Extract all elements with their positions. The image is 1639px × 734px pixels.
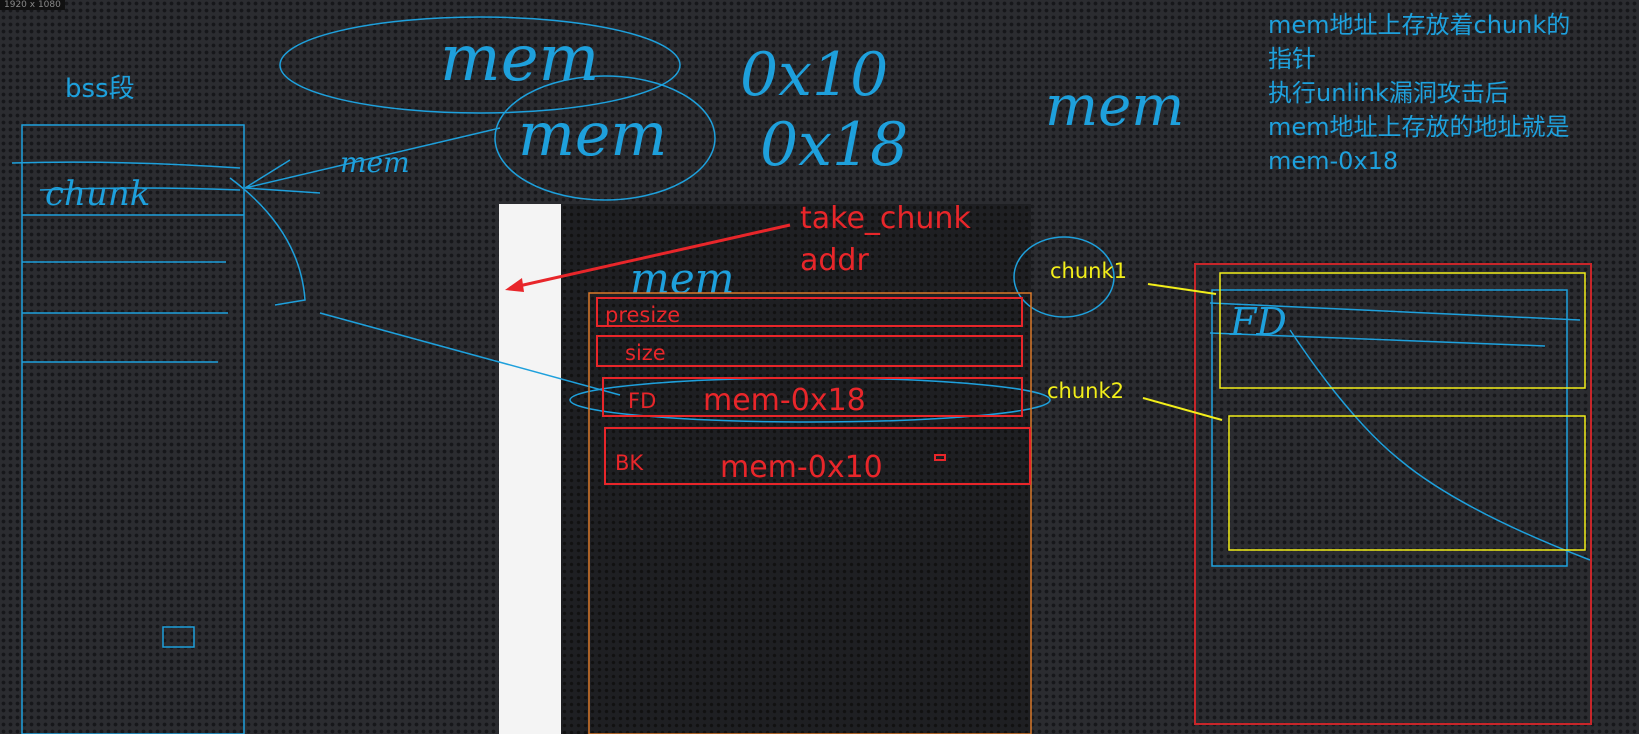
field-bk-value: mem-0x10 [720, 450, 883, 485]
chunk-outline [1211, 289, 1568, 567]
bss-title: bss段 [65, 74, 135, 104]
note-line: mem-0x18 [1268, 147, 1399, 175]
handwriting-mem-right: mem [1045, 74, 1184, 139]
handwriting-mem-arrow: mem [340, 146, 410, 179]
handwriting-mem-second: mem [518, 100, 667, 170]
handwriting-fd: FD [1229, 300, 1287, 344]
heap-region-box [1194, 263, 1592, 725]
fake-chunk-box [588, 292, 1032, 734]
chunk-arrows [1142, 283, 1223, 421]
note-line: mem地址上存放着chunk的 [1268, 11, 1571, 39]
resolution-label: 1920 x 1080 [0, 0, 65, 10]
field-presize: presize [605, 303, 680, 327]
handwriting-mem-top: mem [440, 22, 599, 96]
chunk1-box [1219, 272, 1586, 389]
fake-chunk-label-addr: addr [800, 243, 869, 278]
note-line: 执行unlink漏洞攻击后 [1268, 79, 1509, 107]
field-fd-value: mem-0x18 [703, 383, 866, 418]
handwriting-offset-a: 0x10 [740, 40, 888, 110]
arrow-head-icon [505, 278, 524, 292]
white-band [499, 204, 561, 734]
fake-chunk-arrow [509, 223, 791, 290]
chunk2-box [1228, 415, 1586, 551]
field-fd: FD [628, 389, 656, 413]
chunk2-label: chunk2 [1047, 379, 1124, 403]
note-line: mem地址上存放的地址就是 [1268, 113, 1570, 141]
explanation-note: mem地址上存放着chunk的 指针 执行unlink漏洞攻击后 mem地址上存… [1268, 8, 1570, 178]
fake-chunk-label: take_chunk [800, 201, 971, 236]
fake-chunk-fields [596, 297, 1031, 485]
bss-segment [11, 124, 245, 734]
field-size: size [625, 341, 666, 365]
handwriting-mem-panel: mem [630, 254, 735, 303]
bss-chunk-slot: chunk [45, 174, 150, 214]
field-bk: BK [615, 451, 644, 475]
note-line: 指针 [1268, 45, 1316, 73]
handwriting-ellipses [229, 16, 1591, 561]
chunk1-label: chunk1 [1050, 259, 1127, 283]
handwriting-offset-b: 0x18 [760, 110, 908, 180]
